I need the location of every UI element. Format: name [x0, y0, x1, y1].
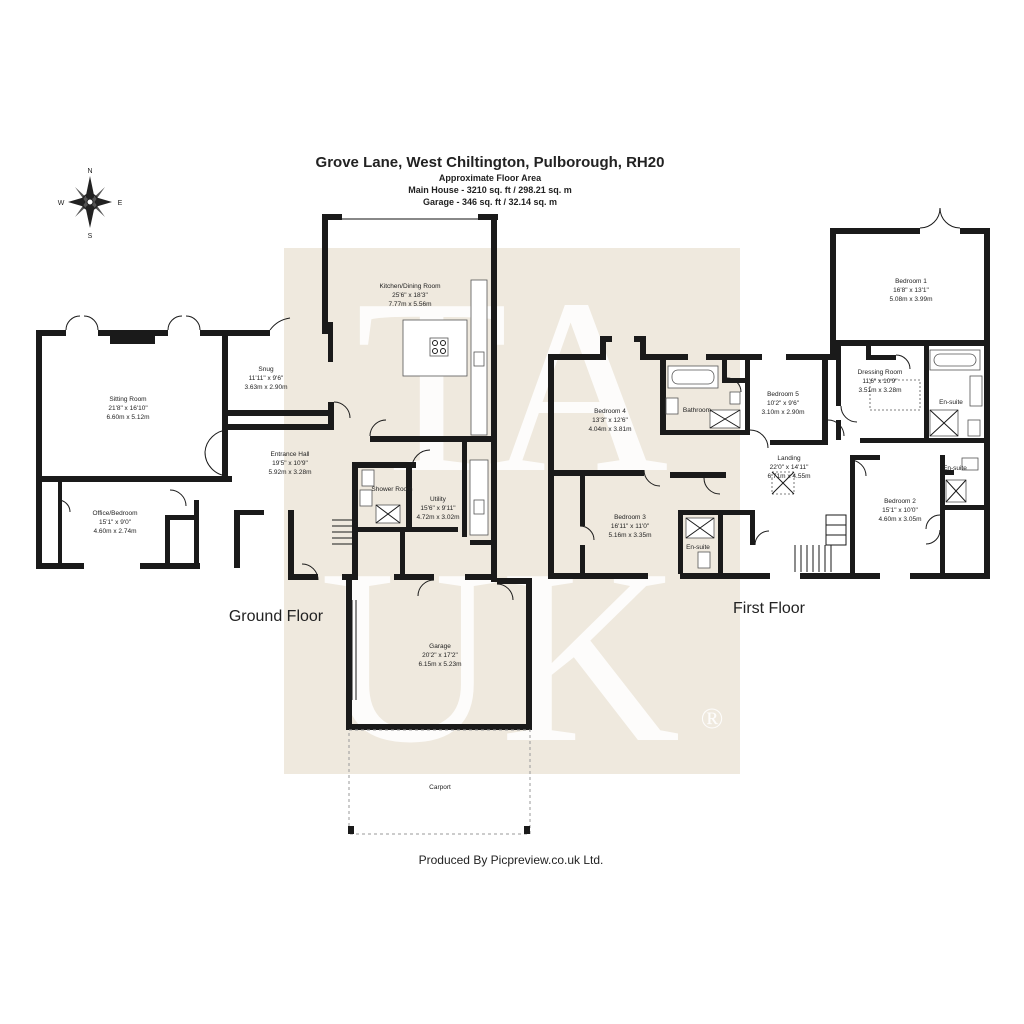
- room-dim-met-utility: 4.72m x 3.02m: [417, 514, 460, 521]
- compass-south: S: [88, 233, 93, 240]
- compass-north: N: [87, 168, 92, 175]
- room-dim-imp-sitting: 21'8" x 16'10": [108, 405, 148, 412]
- room-name-landing: Landing: [777, 455, 801, 462]
- carport-outline: [348, 729, 531, 835]
- room-name-bed3: Bedroom 3: [614, 514, 646, 521]
- room-name-bed1: Bedroom 1: [895, 278, 927, 285]
- room-dim-imp-hall: 19'5" x 10'9": [272, 460, 308, 467]
- area-subtitle: Approximate Floor Area: [439, 173, 542, 183]
- room-dim-met-sitting: 6.60m x 5.12m: [107, 414, 150, 421]
- first-floor-walls: [548, 228, 990, 579]
- ground-floor-fixtures: [57, 218, 514, 700]
- room-dim-imp-bed4: 13'3" x 12'6": [592, 417, 628, 424]
- room-name-office: Office/Bedroom: [92, 510, 137, 517]
- compass-east: E: [118, 200, 123, 207]
- room-dim-imp-bed2: 15'1" x 10'0": [882, 507, 918, 514]
- room-name-bed4: Bedroom 4: [594, 408, 626, 415]
- property-title: Grove Lane, West Chiltington, Pulborough…: [316, 154, 665, 171]
- room-dim-met-landing: 6.71m x 4.55m: [768, 473, 811, 480]
- room-name-ensuite1: En-suite: [939, 399, 963, 406]
- watermark-panel: [284, 248, 740, 774]
- room-name-ensuite2: En-suite: [943, 465, 967, 472]
- room-dim-imp-office: 15'1" x 9'0": [99, 519, 132, 526]
- room-dim-met-bed3: 5.16m x 3.35m: [609, 532, 652, 539]
- area-main-house: Main House - 3210 sq. ft / 298.21 sq. m: [408, 185, 572, 195]
- carport-post-left: [348, 826, 354, 834]
- room-name-hall: Entrance Hall: [270, 451, 310, 458]
- room-dim-imp-landing: 22'0" x 14'11": [770, 464, 809, 471]
- room-name-sitting: Sitting Room: [109, 396, 146, 403]
- room-name-dressing: Dressing Room: [858, 369, 903, 376]
- room-name-ensuite3: En-suite: [686, 544, 710, 551]
- room-dim-imp-bed3: 16'11" x 11'0": [611, 523, 650, 530]
- watermark-registered-mark: ®: [701, 702, 724, 735]
- room-dim-met-kitchen: 7.77m x 5.56m: [389, 301, 432, 308]
- room-name-kitchen: Kitchen/Dining Room: [379, 283, 440, 290]
- room-name-garage: Garage: [429, 643, 451, 650]
- room-dim-met-office: 4.60m x 2.74m: [94, 528, 137, 535]
- room-dim-imp-dressing: 11'6" x 10'9": [862, 378, 898, 385]
- compass-west: W: [58, 200, 65, 207]
- room-dim-met-bed5: 3.10m x 2.90m: [762, 409, 805, 416]
- room-dim-imp-bed5: 10'2" x 9'6": [767, 400, 800, 407]
- room-name-utility: Utility: [430, 496, 447, 503]
- room-dim-met-hall: 5.92m x 3.28m: [269, 469, 312, 476]
- room-name-shower: Shower Room: [371, 486, 412, 493]
- room-dim-met-bed2: 4.60m x 3.05m: [879, 516, 922, 523]
- compass-icon: [68, 176, 112, 228]
- floor-label-ground: Ground Floor: [229, 608, 324, 625]
- floor-label-first: First Floor: [733, 600, 806, 617]
- watermark-text-bottom: UK: [319, 518, 680, 795]
- room-dim-imp-utility: 15'6" x 9'11": [420, 505, 456, 512]
- room-dim-imp-garage: 20'2" x 17'2": [422, 652, 458, 659]
- room-dim-imp-bed1: 16'8" x 13'1": [893, 287, 929, 294]
- room-name-bed5: Bedroom 5: [767, 391, 799, 398]
- room-dim-imp-snug: 11'11" x 9'6": [249, 375, 284, 382]
- room-dim-met-snug: 3.63m x 2.90m: [245, 384, 288, 391]
- producer-credit: Produced By Picpreview.co.uk Ltd.: [419, 853, 604, 867]
- room-name-carport: Carport: [429, 784, 451, 791]
- room-dim-met-dressing: 3.51m x 3.28m: [859, 387, 902, 394]
- room-name-snug: Snug: [258, 366, 274, 373]
- room-name-bed2: Bedroom 2: [884, 498, 916, 505]
- room-dim-imp-kitchen: 25'6" x 18'3": [392, 292, 428, 299]
- ground-floor-walls: [36, 214, 532, 730]
- room-name-bathroom: Bathroom: [683, 407, 711, 414]
- room-dim-met-bed4: 4.04m x 3.81m: [589, 426, 632, 433]
- room-dim-met-bed1: 5.08m x 3.99m: [890, 296, 933, 303]
- carport-post-right: [524, 826, 530, 834]
- area-garage: Garage - 346 sq. ft / 32.14 sq. m: [423, 197, 557, 207]
- room-dim-met-garage: 6.15m x 5.23m: [419, 661, 462, 668]
- first-floor-fixtures: [579, 207, 983, 572]
